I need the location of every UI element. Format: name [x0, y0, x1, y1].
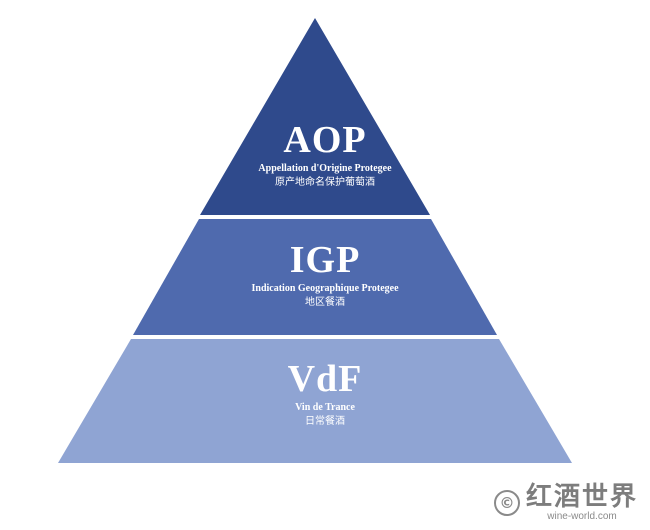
tier-name-zh-aop: 原产地命名保护葡萄酒: [275, 177, 375, 188]
tier-name-aop: Appellation d'Origine Protegee: [258, 163, 392, 174]
watermark: © 红酒世界 wine-world.com: [493, 483, 638, 522]
tier-name-zh-igp: 地区餐酒: [305, 297, 345, 308]
pyramid-tier-igp: [133, 219, 497, 335]
tier-name-zh-vdf: 日常餐酒: [305, 416, 345, 427]
tier-label-vdf: VdF Vin de Trance 日常餐酒: [0, 359, 650, 428]
tier-label-igp: IGP Indication Geographique Protegee 地区餐…: [0, 240, 650, 309]
pyramid-tier-vdf: [58, 339, 572, 463]
copyright-icon: ©: [493, 489, 520, 516]
tier-code-aop: AOP: [283, 119, 367, 161]
pyramid-tier-aop: [200, 18, 430, 215]
watermark-url: wine-world.com: [547, 511, 617, 522]
tier-name-igp: Indication Geographique Protegee: [251, 283, 399, 294]
tier-code-igp: IGP: [289, 239, 361, 281]
watermark-brand: 红酒世界: [525, 482, 638, 512]
tier-label-aop: AOP Appellation d'Origine Protegee 原产地命名…: [0, 120, 650, 189]
tier-code-vdf: VdF: [287, 358, 363, 400]
tier-name-vdf: Vin de Trance: [295, 402, 355, 413]
watermark-text: 红酒世界 wine-world.com: [526, 483, 638, 522]
